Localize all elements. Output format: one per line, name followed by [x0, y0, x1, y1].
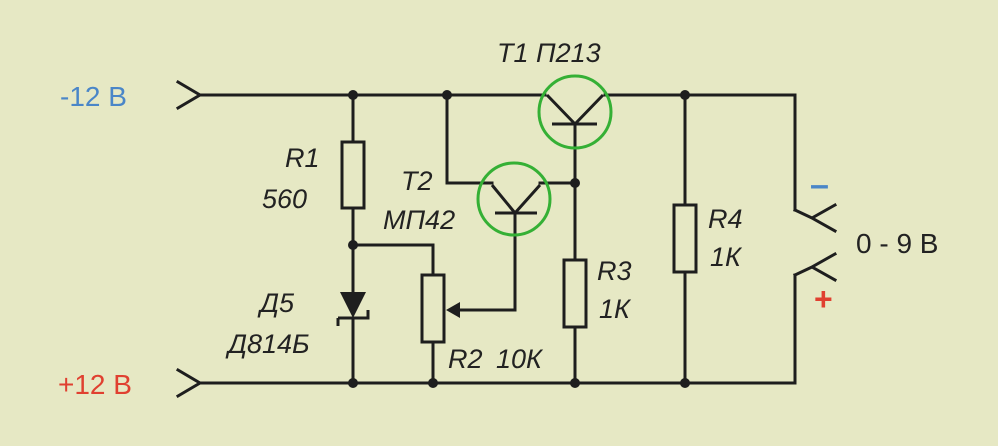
input-neg-label: -12 В	[60, 81, 127, 112]
r2-wires	[351, 243, 435, 385]
t2-value: МП42	[383, 205, 455, 235]
r3-resistor	[562, 258, 588, 329]
t2-transistor	[490, 184, 542, 215]
d5-zener-diode	[340, 292, 366, 318]
d5-zener-bar	[336, 310, 370, 326]
junction-dot	[442, 90, 452, 100]
d5-ref: Д5	[257, 288, 295, 318]
t2-highlight	[476, 161, 552, 237]
bottom-rail	[198, 273, 797, 385]
t1-highlight	[537, 74, 613, 150]
r4-ref: R4	[708, 204, 743, 234]
output-plus-sign: +	[814, 281, 833, 317]
junction-dot	[570, 178, 580, 188]
t1-label: Т1 П213	[497, 38, 601, 68]
input-terminal-neg	[175, 79, 203, 111]
r3-ref: R3	[597, 256, 632, 286]
r2-ref: R2	[448, 344, 483, 374]
output-terminal-neg	[793, 202, 838, 234]
junction-dot	[348, 240, 358, 250]
junction-dot	[570, 378, 580, 388]
r4-resistor	[672, 203, 698, 274]
r2-wiper-arrow	[446, 302, 460, 318]
junction-dot	[348, 378, 358, 388]
input-terminal-pos	[175, 367, 203, 399]
r1-resistor	[340, 140, 366, 210]
junction-dot	[680, 378, 690, 388]
junction-dot	[348, 90, 358, 100]
t1-transistor	[545, 93, 605, 383]
r1-value: 560	[262, 184, 307, 214]
top-rail	[198, 93, 797, 212]
output-minus-sign: –	[810, 166, 829, 204]
output-voltage-label: 0 - 9 В	[856, 228, 938, 259]
r2-wiper	[448, 214, 517, 312]
junction-dot	[680, 90, 690, 100]
junction-dot	[428, 378, 438, 388]
r2-potentiometer	[420, 273, 446, 344]
r4-value: 1К	[710, 242, 743, 272]
output-terminal-pos	[793, 251, 838, 283]
r3-value: 1К	[599, 294, 632, 324]
t2-collector-wire	[445, 93, 494, 185]
d5-value: Д814Б	[225, 329, 310, 359]
t2-ref: Т2	[401, 166, 433, 196]
r2-value: 10К	[496, 344, 544, 374]
r1-ref: R1	[285, 143, 320, 173]
input-pos-label: +12 В	[58, 369, 132, 400]
